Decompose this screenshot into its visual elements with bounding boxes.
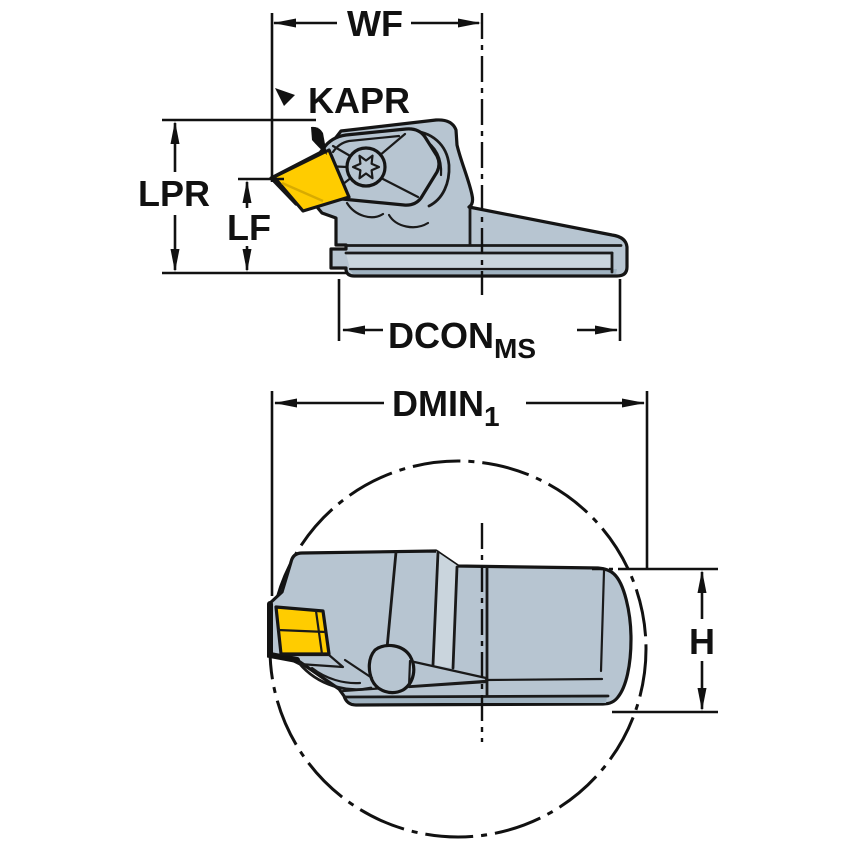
lever-arc-inner [310, 666, 362, 685]
kapr-arrow [275, 88, 295, 106]
end-chamfer-band [433, 551, 458, 668]
clamp-arm-curve [408, 129, 451, 208]
end-view-tool-body [267, 549, 633, 707]
wf-label: WF [347, 3, 403, 44]
insert-side-facet [314, 609, 324, 656]
torx-star-icon [351, 154, 381, 180]
side-view: WF KAPR LPR LF [138, 3, 629, 364]
dmin-label: DMIN1 [392, 383, 500, 432]
lf-label: LF [227, 207, 271, 248]
cutting-insert-end [267, 601, 331, 663]
dcon-label-main: DCON [388, 315, 494, 356]
wf-arrow-left [273, 18, 296, 28]
insert-heavy-edge [267, 601, 300, 663]
lf-arrow-up [242, 180, 252, 203]
shank-detail-lines [344, 205, 623, 274]
clamp-mechanism [316, 127, 451, 229]
wf-dimension: WF [270, 3, 484, 295]
dcon-label-sub: MS [494, 333, 536, 364]
lpr-label: LPR [138, 173, 210, 214]
shank-band-light [346, 253, 612, 269]
h-arrow-down [697, 688, 707, 711]
insert-facet-line [281, 181, 324, 203]
h-arrow-up [697, 570, 707, 593]
h-label: H [689, 621, 715, 662]
h-dimension: H [592, 567, 718, 714]
kapr-edge-arrow [311, 126, 327, 155]
end-view: DMIN1 H [267, 383, 718, 839]
lpr-arrow-down [170, 249, 180, 272]
dcon-arrow-right [595, 325, 618, 335]
wf-arrow-right [458, 18, 481, 28]
dcon-arrow-left [342, 325, 365, 335]
dmin-dimension: DMIN1 [270, 383, 649, 596]
dmin-arrow-left [274, 398, 297, 408]
dcon-label: DCONMS [388, 315, 536, 364]
lever-arm [407, 659, 489, 689]
cutting-insert-side [272, 148, 351, 213]
lever-arc-outer [297, 661, 373, 691]
lever-knob [367, 643, 416, 695]
side-view-tool-body [269, 118, 629, 278]
lower-lobe-left [345, 201, 385, 219]
clamp-inner-edge [331, 134, 401, 154]
lf-arrow-down [242, 249, 252, 272]
dmin-label-sub: 1 [484, 401, 500, 432]
dmin-label-main: DMIN [392, 383, 484, 424]
torx-screw [345, 146, 387, 188]
dmin-arrow-right [622, 398, 645, 408]
end-view-clamp-lever [279, 643, 489, 695]
lever-link-line [343, 658, 374, 680]
dcon-dimension: DCONMS [337, 279, 622, 364]
kapr-annotation: KAPR [275, 80, 410, 155]
lpr-arrow-up [170, 121, 180, 144]
lpr-dimension: LPR [138, 118, 348, 275]
insert-side [272, 148, 351, 213]
kapr-label: KAPR [308, 80, 410, 121]
lower-lobe-right [387, 213, 430, 229]
lf-dimension: LF [227, 177, 284, 272]
